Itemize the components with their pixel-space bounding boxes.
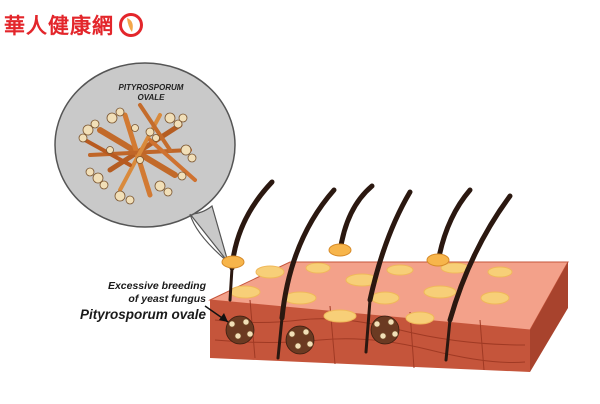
skin-side [530,262,568,372]
brand-header: 華人健康網 [4,10,144,40]
brand-name: 華人健康網 [4,14,114,38]
caption-line1: Excessive breeding [107,280,206,292]
bubble-title-line2: OVALE [137,93,165,102]
caption-line2: of yeast fungus [128,293,206,305]
bubble-title-line1: PITYROSPORUM [118,83,184,92]
follicle-collars [221,243,450,269]
bubble-title: PITYROSPORUM OVALE [96,83,206,103]
skin-front [210,300,530,372]
caption: Excessive breeding of yeast fungus Pityr… [36,280,206,323]
sebum-patches [229,262,513,325]
yeast-cluster [78,103,197,205]
caption-line3: Pityrosporum ovale [79,307,206,322]
caption-arrow [204,305,229,323]
yeast-colonies [225,315,400,355]
brand-logo-icon [119,13,143,37]
callout-tail [188,204,229,263]
